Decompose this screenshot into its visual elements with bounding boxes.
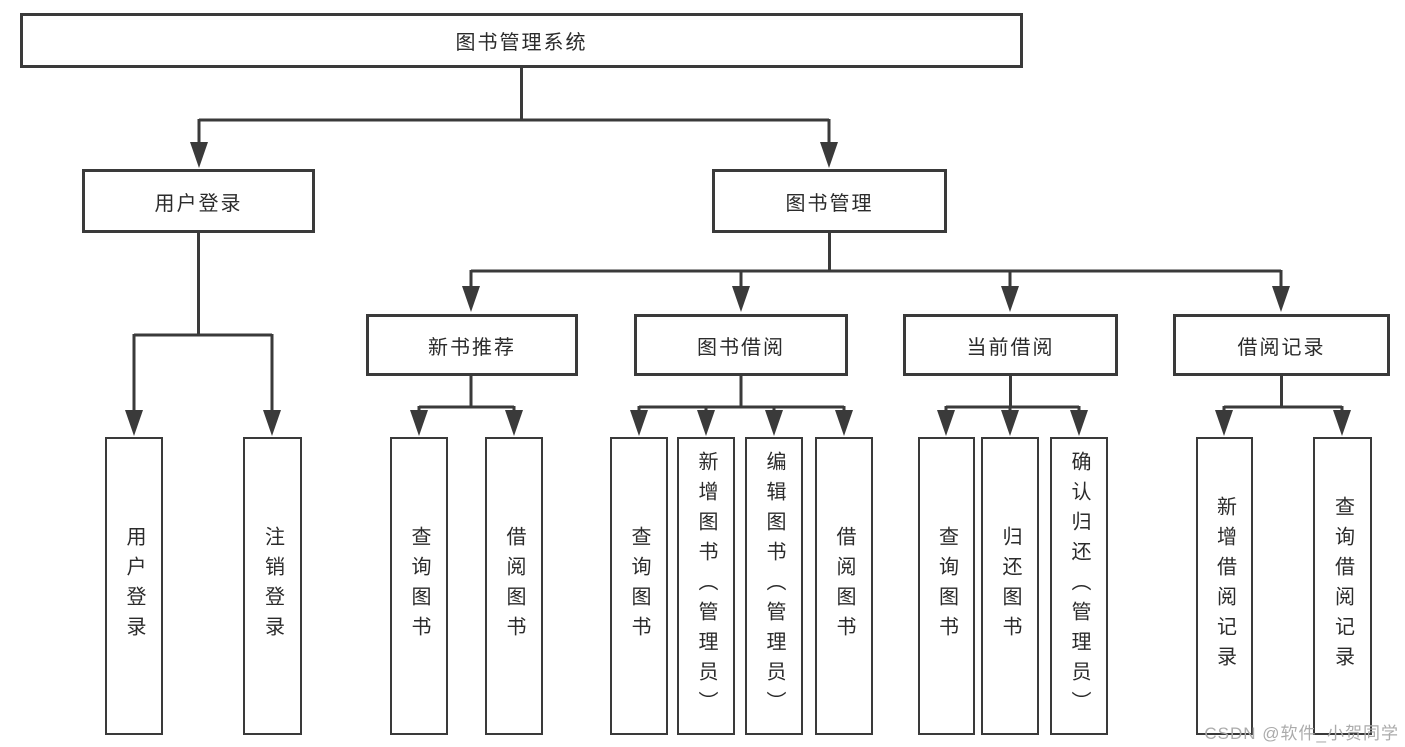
node-new-book-recommend: 新书推荐 — [366, 314, 578, 376]
leaf-confirm-return-admin: 确认归还（管理员） — [1050, 437, 1108, 735]
watermark: CSDN @软件_小贺同学 — [1204, 724, 1399, 743]
leaf-user-login: 用户登录 — [105, 437, 163, 735]
node-current-borrowing: 当前借阅 — [903, 314, 1118, 376]
leaf-edit-books-admin-label: 编辑图书（管理员） — [763, 451, 785, 721]
leaf-query-borrow-record-label: 查询借阅记录 — [1331, 496, 1354, 676]
node-book-borrowing-label: 图书借阅 — [697, 336, 785, 359]
node-root-label: 图书管理系统 — [455, 32, 588, 54]
node-book-management: 图书管理 — [712, 169, 947, 233]
node-book-borrowing: 图书借阅 — [634, 314, 848, 376]
leaf-query-books-borrowing-label: 查询图书 — [628, 526, 650, 646]
node-user-login: 用户登录 — [82, 169, 315, 233]
node-current-borrowing-label: 当前借阅 — [966, 336, 1055, 359]
leaf-add-borrow-record-label: 新增借阅记录 — [1213, 496, 1236, 676]
leaf-query-books-borrowing: 查询图书 — [610, 437, 668, 735]
node-borrowing-records-label: 借阅记录 — [1237, 336, 1326, 359]
leaf-add-books-admin: 新增图书（管理员） — [677, 437, 735, 735]
node-book-management-label: 图书管理 — [785, 192, 874, 215]
leaf-query-borrow-record: 查询借阅记录 — [1313, 437, 1372, 735]
node-borrowing-records: 借阅记录 — [1173, 314, 1390, 376]
leaf-confirm-return-admin-label: 确认归还（管理员） — [1068, 451, 1090, 721]
leaf-logout-label: 注销登录 — [261, 526, 284, 646]
node-new-book-recommend-label: 新书推荐 — [428, 336, 516, 359]
leaf-add-borrow-record: 新增借阅记录 — [1196, 437, 1253, 735]
leaf-logout: 注销登录 — [243, 437, 302, 735]
leaf-return-books-label: 归还图书 — [999, 526, 1021, 646]
leaf-borrow-books-label: 借阅图书 — [833, 526, 855, 646]
leaf-add-books-admin-label: 新增图书（管理员） — [695, 451, 717, 721]
node-root: 图书管理系统 — [20, 13, 1023, 68]
leaf-user-login-label: 用户登录 — [123, 526, 145, 646]
leaf-query-books-current-label: 查询图书 — [935, 526, 958, 646]
leaf-query-books-recommend-label: 查询图书 — [408, 526, 430, 646]
node-user-login-label: 用户登录 — [154, 192, 243, 215]
leaf-borrow-books-recommend: 借阅图书 — [485, 437, 543, 735]
leaf-query-books-current: 查询图书 — [918, 437, 975, 735]
leaf-return-books: 归还图书 — [981, 437, 1039, 735]
leaf-borrow-books: 借阅图书 — [815, 437, 873, 735]
leaf-query-books-recommend: 查询图书 — [390, 437, 448, 735]
leaf-edit-books-admin: 编辑图书（管理员） — [745, 437, 803, 735]
arrowheads — [125, 142, 1351, 436]
leaf-borrow-books-recommend-label: 借阅图书 — [503, 526, 525, 646]
